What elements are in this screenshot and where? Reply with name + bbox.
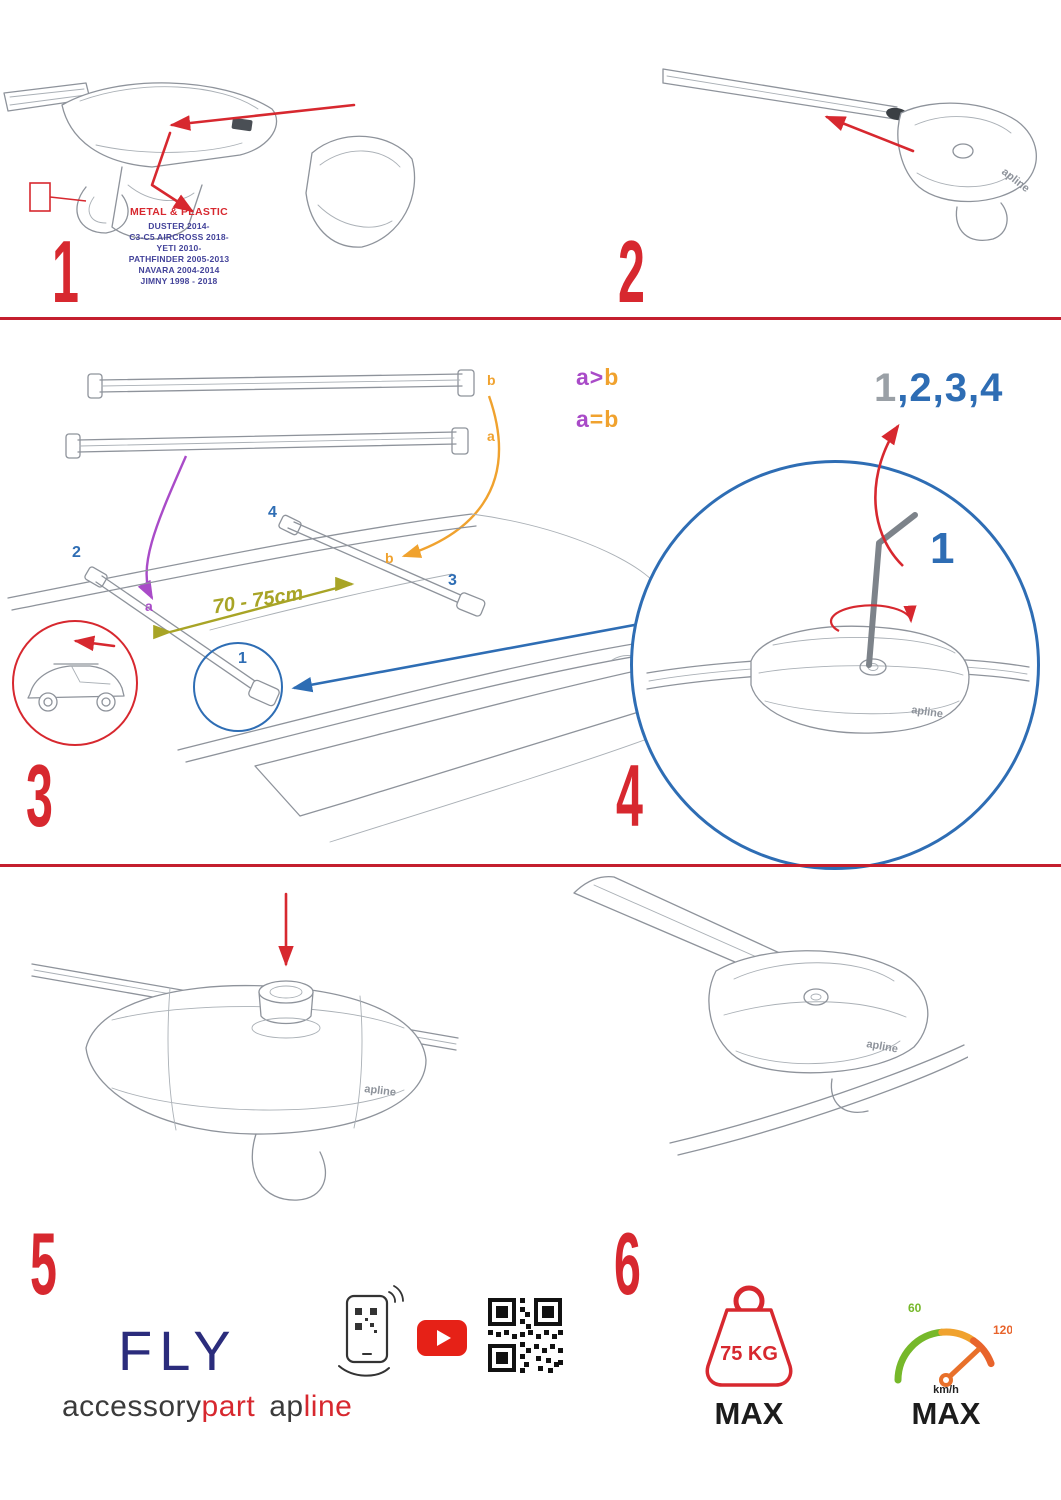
knob-press-drawing: apline (31, 892, 459, 1201)
youtube-icon (417, 1320, 467, 1356)
qr-code (486, 1296, 564, 1374)
zoom-detail-circle: apline (630, 460, 1040, 870)
rule-op: > (589, 364, 605, 390)
section-divider (0, 864, 1061, 867)
callout-1-label: 1 (930, 524, 955, 573)
rule-a-equal-b: a=b (576, 406, 619, 433)
weight-max-label: MAX (714, 1396, 784, 1431)
company-name-red: part (201, 1390, 256, 1423)
brand-logo-red: line (303, 1390, 353, 1423)
max-weight-icon: 75 KG (705, 1285, 793, 1387)
compatible-models-block: METAL & PLASTIC DUSTER 2014- C3-C5 AIRCR… (106, 206, 252, 287)
model-item: PATHFINDER 2005-2013 (128, 254, 230, 265)
clamp-tightening-drawing: apline (646, 512, 1030, 734)
rotate-arrow-icon (829, 604, 917, 632)
max-weight-value: 75 KG (720, 1343, 778, 1365)
bar-end-insert-drawing: apline (662, 68, 1037, 241)
mounted-foot-drawing: apline (573, 875, 968, 1156)
bar-label-a: a (487, 428, 495, 444)
step-number-3: 3 (26, 746, 53, 845)
apline-badge (231, 117, 253, 132)
speed-max-label: MAX (911, 1396, 981, 1431)
model-item: C3-C5 AIRCROSS 2018- (129, 232, 229, 243)
rule-a-greater-b: a>b (576, 364, 619, 391)
material-label: METAL & PLASTIC (129, 206, 229, 218)
speed-max-value: 120 (993, 1323, 1012, 1337)
sequence-arrow (874, 423, 904, 567)
apline-part-logo: apline (865, 1038, 898, 1055)
model-item: YETI 2010- (156, 243, 202, 254)
apline-part-logo: apline (911, 704, 944, 720)
roof-label-b: b (385, 550, 394, 566)
rule-right: b (604, 364, 620, 390)
speed-min-label: 60 (908, 1301, 922, 1315)
apline-part-logo: apline (364, 1083, 397, 1099)
sequence-first: 1 (874, 366, 898, 410)
sequence-rest: ,2,3,4 (897, 366, 1004, 410)
step-number-5: 5 (30, 1214, 57, 1313)
rule-left: a (576, 406, 590, 432)
speed-needle (943, 1347, 981, 1383)
step-number-4: 4 (616, 746, 643, 845)
brand-logo-dark: ap (269, 1390, 304, 1423)
allen-key-icon (866, 512, 918, 668)
speed-unit-label: km/h (933, 1384, 959, 1396)
clamp-exploded-drawing (3, 82, 416, 248)
car-direction-inset (12, 620, 138, 746)
company-name-dark: accessory (62, 1390, 202, 1423)
model-item: JIMNY 1998 - 2018 (140, 276, 218, 287)
step-number-2: 2 (618, 222, 645, 321)
step-number-1: 1 (52, 222, 79, 321)
rule-left: a (576, 364, 590, 390)
tightening-sequence-label: 1,2,3,4 (874, 366, 1003, 411)
position-1-label: 1 (238, 650, 247, 667)
scan-phone-icon (338, 1285, 404, 1377)
model-item: NAVARA 2004-2014 (138, 265, 220, 276)
rule-op: = (589, 406, 605, 432)
bar-label-b: b (487, 372, 496, 388)
section-divider (0, 317, 1061, 320)
step-number-6: 6 (614, 1214, 641, 1313)
position-4-label: 4 (268, 504, 277, 521)
roof-label-a: a (145, 598, 153, 614)
product-name: FLY (118, 1319, 238, 1382)
model-item: DUSTER 2014- (148, 221, 210, 231)
position-1-highlight-circle (193, 642, 283, 732)
max-speed-icon: 60 120 km/h (894, 1301, 1012, 1396)
car-side-drawing (27, 635, 125, 712)
position-2-label: 2 (72, 544, 81, 561)
rule-right: b (604, 406, 620, 432)
position-3-label: 3 (448, 572, 457, 589)
